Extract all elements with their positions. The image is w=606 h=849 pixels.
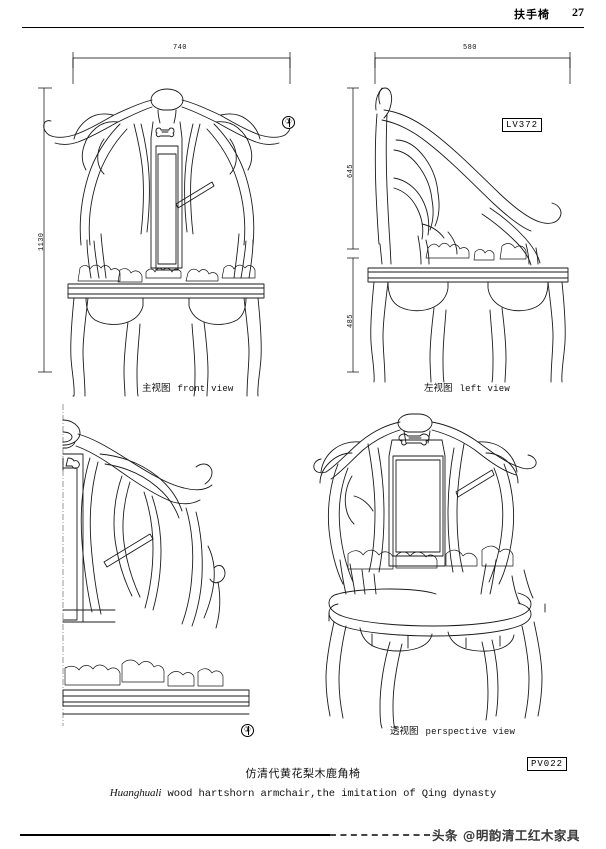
perspective-view-caption-en: perspective view (425, 727, 516, 737)
perspective-view-code: PV022 (527, 757, 568, 771)
perspective-view-block (296, 398, 596, 729)
left-width-value: 580 (463, 44, 477, 52)
detail-view-block: ① (0, 396, 300, 746)
front-height-dimension (38, 87, 52, 373)
left-lower-height-value: 485 (347, 314, 355, 328)
perspective-view-drawing (313, 413, 546, 729)
left-view-caption-cn: 左视图 (424, 383, 453, 394)
left-view-code: LV372 (502, 118, 543, 132)
detail-marker-front: ① (282, 116, 295, 129)
watermark-rule-dashed (330, 834, 430, 836)
front-view-caption-en: front view (177, 384, 234, 394)
front-view-caption: 主视图 front view (142, 380, 234, 394)
left-upper-height-dimension (347, 87, 359, 250)
front-view-caption-cn: 主视图 (142, 383, 171, 394)
front-width-value: 740 (173, 44, 187, 52)
front-height-value: 1130 (38, 232, 46, 251)
figure-caption-cn: 仿清代黄花梨木鹿角椅 (245, 767, 361, 780)
header-title: 扶手椅 (514, 8, 550, 21)
detail-marker-bottom: ① (241, 724, 254, 737)
figure-caption: 仿清代黄花梨木鹿角椅 Huanghuali wood hartshorn arm… (0, 765, 606, 800)
left-view-caption: 左视图 left view (424, 380, 510, 394)
perspective-view-caption-cn: 透视图 (390, 726, 419, 737)
figure-caption-en-rest: wood hartshorn armchair,the imitation of… (161, 788, 497, 800)
left-upper-height-value: 645 (347, 164, 355, 178)
left-view-drawing (347, 52, 571, 383)
watermark-rule-solid (20, 834, 330, 836)
left-view-block: 580 645 485 (330, 36, 606, 396)
page-number: 27 (572, 5, 584, 19)
figure-caption-en-italic: Huanghuali (109, 787, 162, 799)
detail-view-drawing (62, 404, 250, 726)
left-width-dimension (374, 52, 571, 68)
watermark-text: 头条 @明韵清工红木家具 (432, 828, 580, 843)
figure-caption-en: Huanghuali wood hartshorn armchair,the i… (0, 787, 606, 800)
watermark-bar: 头条 @明韵清工红木家具 (0, 822, 606, 849)
front-view-block: 740 1130 ① (0, 36, 330, 397)
front-view-drawing (38, 52, 291, 397)
page-header: 扶手椅 27 (0, 0, 606, 30)
header-divider (22, 27, 584, 28)
left-lower-height-dimension (347, 257, 359, 373)
front-width-dimension (72, 52, 291, 68)
left-view-caption-en: left view (459, 384, 510, 394)
perspective-view-caption: 透视图 perspective view (390, 723, 515, 737)
